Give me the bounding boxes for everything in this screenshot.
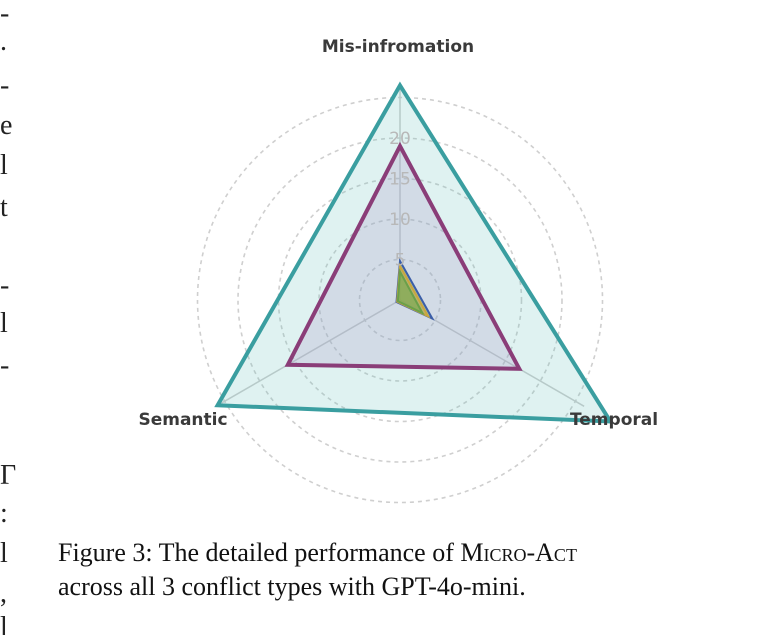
tick-label: 15 <box>389 170 411 190</box>
tick-label: 10 <box>389 210 411 230</box>
fragment: . <box>0 26 7 57</box>
series-polygon-2 <box>284 141 523 371</box>
fragment: l <box>0 538 8 569</box>
fragment: t <box>0 192 8 223</box>
caption-line-2: across all 3 conflict types with GPT-4o-… <box>58 572 526 601</box>
radar-tick-labels: 5 10 15 20 <box>389 129 411 271</box>
fragment: Γ <box>0 460 17 491</box>
caption-prefix: Figure 3: The detailed performance of <box>58 538 461 567</box>
series-polygon-1 <box>214 81 615 424</box>
fragment: - <box>0 350 10 381</box>
tick-label: 20 <box>389 129 411 149</box>
series-polygon-5 <box>396 268 425 316</box>
fragment: l <box>0 308 8 339</box>
fragment: - <box>0 0 10 29</box>
left-column-text-fragments: - . - e l t - l - Γ : l , l <box>0 0 20 635</box>
grid-circle <box>277 177 523 423</box>
fragment: - <box>0 70 10 101</box>
fragment: : <box>0 498 8 529</box>
axis-label-2: Temporal <box>570 410 658 430</box>
axis-label-3: Semantic <box>138 410 227 430</box>
fragment: l <box>0 150 8 181</box>
axis-label-1: Mis-infromation <box>322 37 474 57</box>
fragment: , <box>0 578 7 609</box>
fragment: e <box>0 110 13 141</box>
axis-spoke <box>215 299 401 407</box>
fragment: - <box>0 270 10 301</box>
grid-circle <box>358 258 442 342</box>
tick-label: 5 <box>395 251 406 271</box>
figure-caption: Figure 3: The detailed performance of Mi… <box>58 536 738 604</box>
fragment: l <box>0 612 8 635</box>
caption-method-name: Micro-Act <box>460 538 577 567</box>
radar-series <box>214 81 615 424</box>
